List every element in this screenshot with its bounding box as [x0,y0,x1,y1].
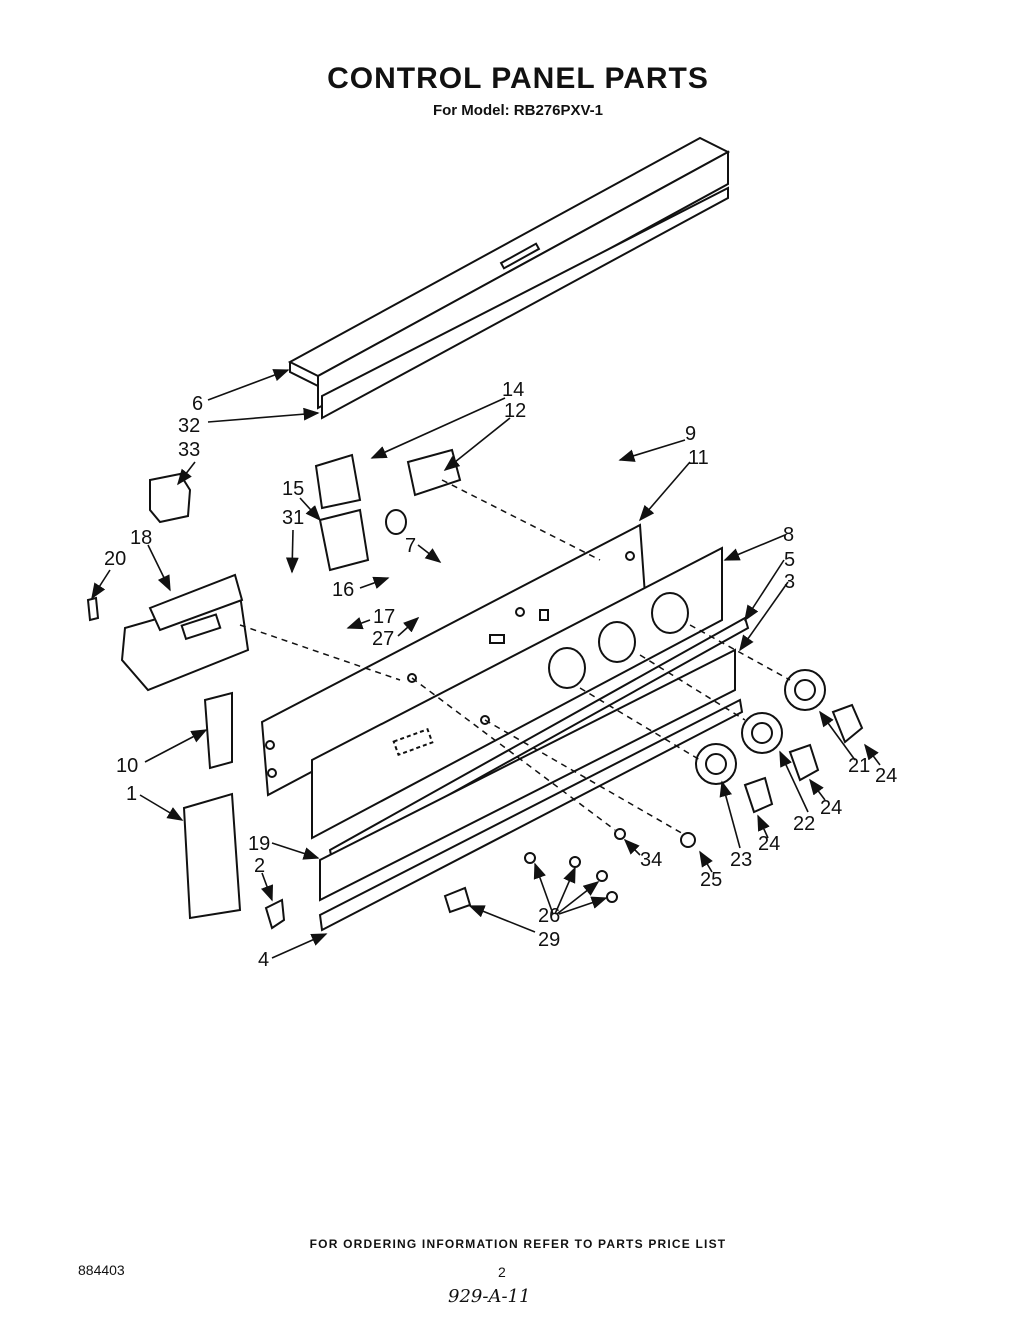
callout-8: 8 [783,524,794,546]
nut-34 [614,828,626,840]
callout-6: 6 [192,393,203,415]
callout-33: 33 [178,439,200,461]
callout-5: 5 [784,549,795,571]
callout-24-a: 24 [875,765,897,787]
lower-trim-strips [318,616,750,932]
callout-23: 23 [730,849,752,871]
page-number: 2 [498,1264,506,1280]
callout-29: 29 [538,929,560,951]
screw-26d [606,891,618,903]
front-panel [311,546,723,840]
knob-22 [788,743,820,782]
leader-arrows [91,369,881,959]
screw-26c [596,870,608,882]
callout-1: 1 [126,783,137,805]
callout-14: 14 [502,379,524,401]
clip-part [86,596,100,622]
callout-24-b: 24 [820,797,842,819]
callout-15: 15 [282,478,304,500]
callout-18: 18 [130,527,152,549]
callout-20: 20 [104,548,126,570]
knob-bezel-22 [741,712,783,754]
page-title: CONTROL PANEL PARTS [327,62,709,95]
clock-display-board [120,573,250,692]
callout-31: 31 [282,507,304,529]
callout-9: 9 [685,423,696,445]
callout-3: 3 [784,571,795,593]
clip-29 [443,886,472,914]
end-cap [182,792,242,920]
button-2 [264,898,286,930]
model-subtitle: For Model: RB276PXV-1 [432,102,604,119]
knob-21 [831,703,864,744]
screw-26b [569,856,581,868]
callout-25: 25 [700,869,722,891]
callout-24-c: 24 [758,833,780,855]
callout-26: 26 [538,905,560,927]
callout-22: 22 [793,813,815,835]
top-trim-bar [287,136,731,420]
callout-7: 7 [405,535,416,557]
assembly-guide-lines [239,479,791,836]
knob-23 [743,776,774,814]
callout-12: 12 [504,400,526,422]
callout-16: 16 [332,579,354,601]
callout-11: 11 [688,447,709,469]
spacer-25 [680,832,696,848]
side-trim [203,691,233,770]
document-number: 884403 [78,1262,125,1278]
ordering-info-footer: FOR ORDERING INFORMATION REFER TO PARTS … [309,1237,727,1251]
callout-2: 2 [254,855,265,877]
callout-34: 34 [640,849,662,871]
bracket-part [149,472,192,524]
callout-4: 4 [258,949,269,971]
callout-32: 32 [178,415,200,437]
knob-bezel-21 [784,669,826,711]
knob-bezel-23 [695,743,737,785]
handwritten-note: 929-A-11 [448,1286,531,1307]
callout-27: 27 [372,628,394,650]
callout-10: 10 [116,755,138,777]
callout-21: 21 [848,755,870,777]
switch-assemblies [314,448,462,572]
callout-17: 17 [373,606,395,628]
screw-26a [524,852,536,864]
callout-19: 19 [248,833,270,855]
